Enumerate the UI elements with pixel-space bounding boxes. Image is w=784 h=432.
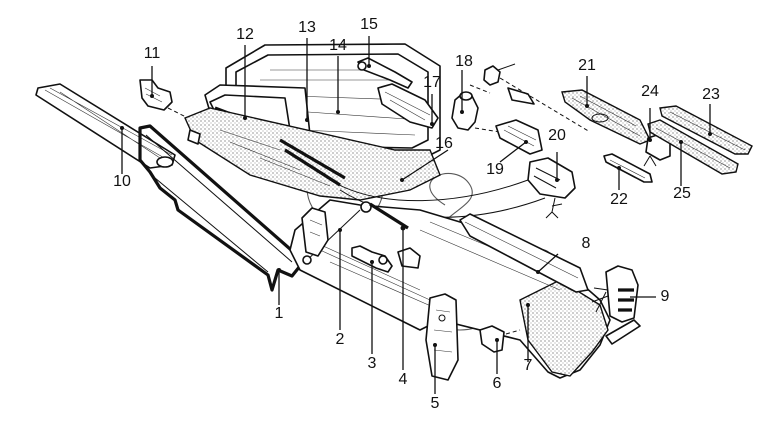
- callout-7: 7: [523, 357, 533, 374]
- leader-lines: [121, 36, 711, 394]
- part-5-side-panel: [425, 293, 459, 381]
- part-22-plate: [603, 153, 653, 183]
- callout-21: 21: [578, 57, 596, 74]
- callout-19: 19: [486, 161, 504, 178]
- callout-6: 6: [492, 375, 502, 392]
- small-connector: [483, 63, 591, 133]
- part-19-module: [495, 119, 543, 155]
- callout-11: 11: [143, 45, 161, 62]
- callout-1: 1: [274, 305, 284, 322]
- part-3-clamp: [351, 245, 393, 273]
- lower-strip: [605, 319, 641, 345]
- callout-9: 9: [660, 288, 670, 305]
- part-21-plate: [561, 89, 651, 145]
- callout-18: 18: [455, 53, 473, 70]
- callout-16: 16: [435, 135, 453, 152]
- leader-dots: [120, 64, 712, 347]
- part-9-switch-panel: [591, 265, 639, 323]
- callout-8: 8: [581, 235, 591, 252]
- part-6-cap: [479, 325, 521, 353]
- callout-2: 2: [335, 331, 345, 348]
- callout-17: 17: [423, 74, 441, 91]
- callout-10: 10: [113, 173, 131, 190]
- callout-12: 12: [236, 26, 254, 43]
- part-17-bracket: [377, 83, 439, 129]
- main-dash-body: [289, 199, 611, 379]
- part-18-switch: [451, 84, 501, 133]
- part-2-rod: [302, 201, 409, 265]
- part-16-panel: [184, 107, 441, 201]
- callout-20: 20: [548, 127, 566, 144]
- callout-5: 5: [430, 395, 440, 412]
- part-23-plate: [659, 105, 753, 155]
- callout-23: 23: [702, 86, 720, 103]
- side-bracket: [301, 207, 329, 257]
- callout-15: 15: [360, 16, 378, 33]
- callout-24: 24: [641, 83, 659, 100]
- callout-14: 14: [329, 37, 347, 54]
- callout-4: 4: [398, 371, 408, 388]
- callout-25: 25: [673, 185, 691, 202]
- part-15-bracket: [357, 57, 413, 89]
- callout-13: 13: [298, 19, 316, 36]
- callout-22: 22: [610, 191, 628, 208]
- callout-3: 3: [367, 355, 377, 372]
